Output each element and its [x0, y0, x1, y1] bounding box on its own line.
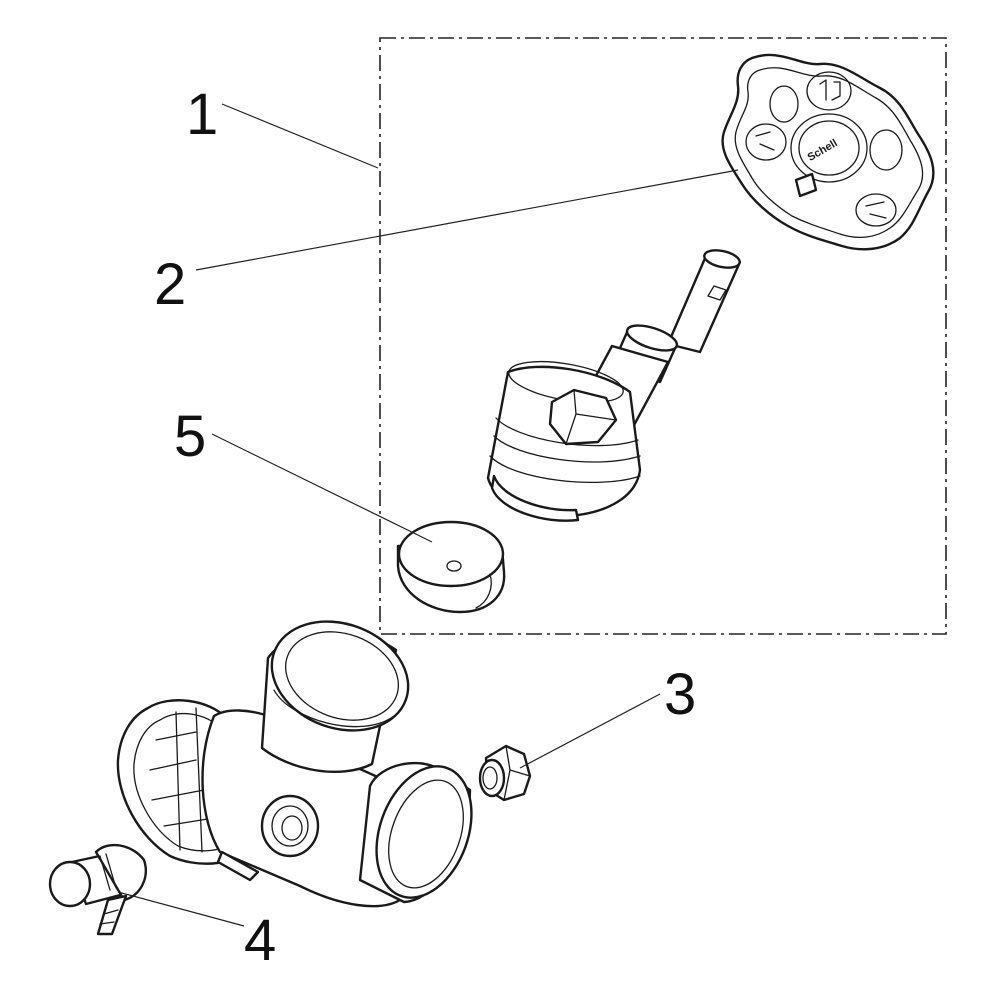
valve-body: [116, 620, 473, 908]
callout-number-3: 3: [664, 662, 696, 727]
assembly-boundary-box: [379, 37, 947, 635]
leader-line-1: [221, 103, 379, 169]
leader-line-2: [195, 169, 739, 271]
callout-number-4: 4: [244, 908, 276, 973]
leader-line-5: [211, 433, 433, 543]
leader-line-4: [117, 891, 245, 927]
leader-line-3: [519, 693, 661, 769]
seal-washer: [396, 520, 506, 614]
handwheel: Schell: [721, 53, 935, 251]
callout-number-5: 5: [174, 404, 206, 469]
valve-headpiece: [486, 249, 742, 522]
callout-number-2: 2: [154, 252, 186, 317]
screw-plug: [478, 744, 532, 802]
drain-valve: [48, 843, 147, 936]
callout-number-1: 1: [186, 82, 218, 147]
